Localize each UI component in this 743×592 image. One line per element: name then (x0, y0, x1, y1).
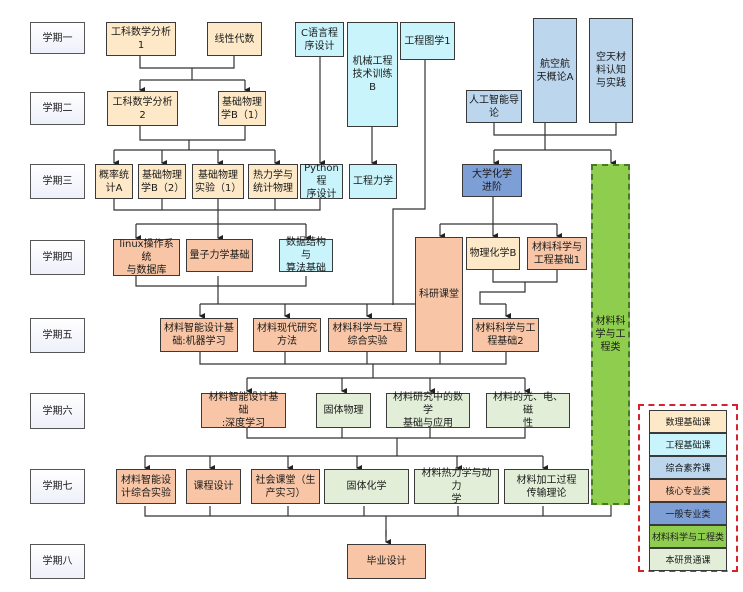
course-research-classroom: 科研课堂 (415, 237, 463, 352)
course-engineering-drawing: 工程图学1 (400, 22, 455, 60)
semester-label-3: 学期三 (30, 164, 85, 199)
semester-label-5: 学期五 (30, 318, 85, 353)
semester-label-4: 学期四 (30, 240, 85, 275)
course-research-methods: 材料现代研究 方法 (253, 318, 321, 352)
course-linear-algebra: 线性代数 (207, 22, 262, 56)
course-mse-track: 材料科 学与工 程类 (591, 164, 630, 505)
course-c-programming: C语言程 序设计 (295, 22, 344, 57)
course-advanced-chemistry: 大学化学 进阶 (462, 164, 522, 197)
course-physics-lab: 基础物理 实验（1） (192, 164, 244, 199)
course-ml-design: 材料智能设计基 础:机器学习 (160, 318, 238, 352)
semester-label-2: 学期二 (30, 92, 85, 125)
semester-label-6: 学期六 (30, 393, 85, 429)
course-mse-comprehensive-lab: 材料科学与工程 综合实验 (328, 318, 407, 352)
course-intelligent-design-lab: 材料智能设 计综合实验 (116, 469, 176, 504)
course-linux-database: linux操作系统 与数据库 (113, 239, 180, 276)
legend-item-mse: 材料科学与工程类 (649, 525, 727, 548)
course-solid-state-physics: 固体物理 (316, 393, 371, 428)
legend-item-core-major: 核心专业类 (649, 479, 727, 502)
course-mechanical-training: 机械工程 技术训练 B (347, 22, 398, 127)
course-physics-b2: 基础物理 学B（2） (138, 164, 186, 199)
legend-item-engineering-foundation: 工程基础课 (649, 433, 727, 456)
course-python: Python程 序设计 (300, 163, 343, 200)
course-graduation-thesis: 毕业设计 (347, 544, 426, 579)
legend-item-general-literacy: 综合素养课 (649, 456, 727, 479)
course-engineering-mechanics: 工程力学 (349, 164, 397, 199)
course-materials-thermodynamics: 材料热力学与动力 学 (414, 468, 499, 505)
legend-item-math-foundation: 数理基础课 (649, 410, 727, 433)
course-aerospace-intro: 航空航 天概论A (533, 18, 577, 123)
course-quantum-mechanics: 量子力学基础 (186, 239, 253, 272)
course-physics-b1: 基础物理 学B（1） (218, 91, 266, 126)
legend-item-undergrad-grad: 本研贯通课 (649, 548, 727, 571)
legend: 数理基础课 工程基础课 综合素养课 核心专业类 一般专业类 材料科学与工程类 本… (638, 404, 738, 572)
semester-label-7: 学期七 (30, 469, 85, 504)
course-processing-transport: 材料加工过程 传输理论 (504, 469, 589, 504)
course-math-analysis-2: 工科数学分析2 (107, 91, 178, 126)
course-data-structures: 数据结构与 算法基础 (279, 237, 333, 274)
semester-label-8: 学期八 (30, 544, 85, 579)
course-course-design: 课程设计 (186, 469, 241, 504)
course-probability: 概率统 计A (95, 164, 133, 199)
course-aerospace-materials: 空天材 料认知 与实践 (589, 18, 633, 123)
course-social-practice: 社会课堂（生 产实习） (251, 469, 320, 504)
course-ai-intro: 人工智能导 论 (466, 90, 522, 123)
course-solid-state-chemistry: 固体化学 (324, 469, 409, 504)
course-dl-design: 材料智能设计基础 :深度学习 (201, 392, 286, 429)
course-optical-electric-magnetic: 材料的光、电、磁 性 (486, 392, 570, 429)
course-physical-chemistry: 物理化学B (466, 237, 520, 270)
course-math-for-materials: 材料研究中的数学 基础与应用 (386, 392, 470, 429)
course-math-analysis-1: 工科数学分析1 (106, 22, 176, 56)
course-mse-fundamentals-1: 材料科学与 工程基础1 (527, 237, 587, 270)
semester-label-1: 学期一 (30, 22, 85, 54)
legend-item-general-major: 一般专业类 (649, 502, 727, 525)
course-mse-fundamentals-2: 材料科学与工 程基础2 (472, 318, 539, 352)
course-thermo-stat-physics: 热力学与 统计物理 (248, 164, 298, 199)
